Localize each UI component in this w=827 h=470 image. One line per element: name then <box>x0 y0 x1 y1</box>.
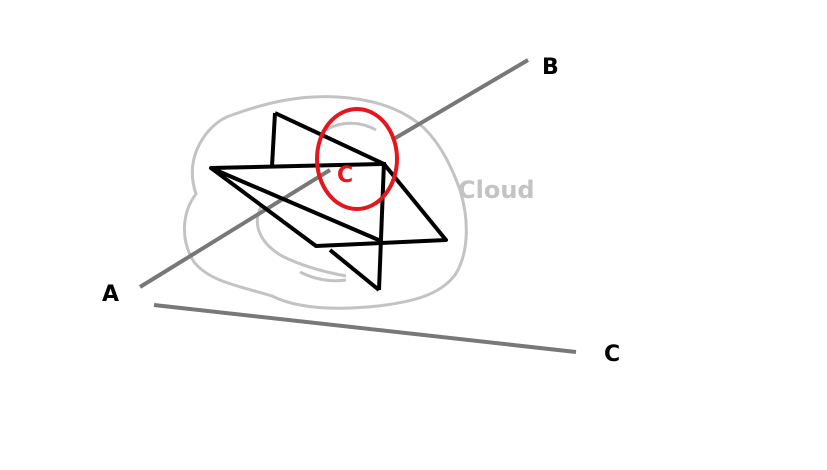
label-cloud: Cloud <box>458 176 535 204</box>
cloud-inner-squiggle-1 <box>255 204 347 278</box>
line-a-c <box>153 303 577 354</box>
vertical-plane-top-edge <box>274 111 385 166</box>
label-point-b: B <box>542 55 559 80</box>
cloud-inner-squiggle-2 <box>299 270 347 283</box>
horizontal-plane <box>209 162 448 248</box>
vertical-plane-bottom-edge <box>328 248 381 292</box>
line-a-b-lower <box>138 168 332 289</box>
cloud-outline <box>182 95 468 310</box>
vertical-plane-right-edge <box>377 161 386 291</box>
label-point-c: C <box>604 342 621 367</box>
line-a-b-upper <box>390 58 530 142</box>
label-circled-c: C <box>337 163 354 188</box>
vertical-plane-left-edge <box>270 112 277 167</box>
label-point-a: A <box>102 282 120 307</box>
highlight-circle <box>315 107 399 211</box>
cloud-inner-squiggle-3 <box>325 121 377 132</box>
planes-intersection-line <box>210 166 382 243</box>
